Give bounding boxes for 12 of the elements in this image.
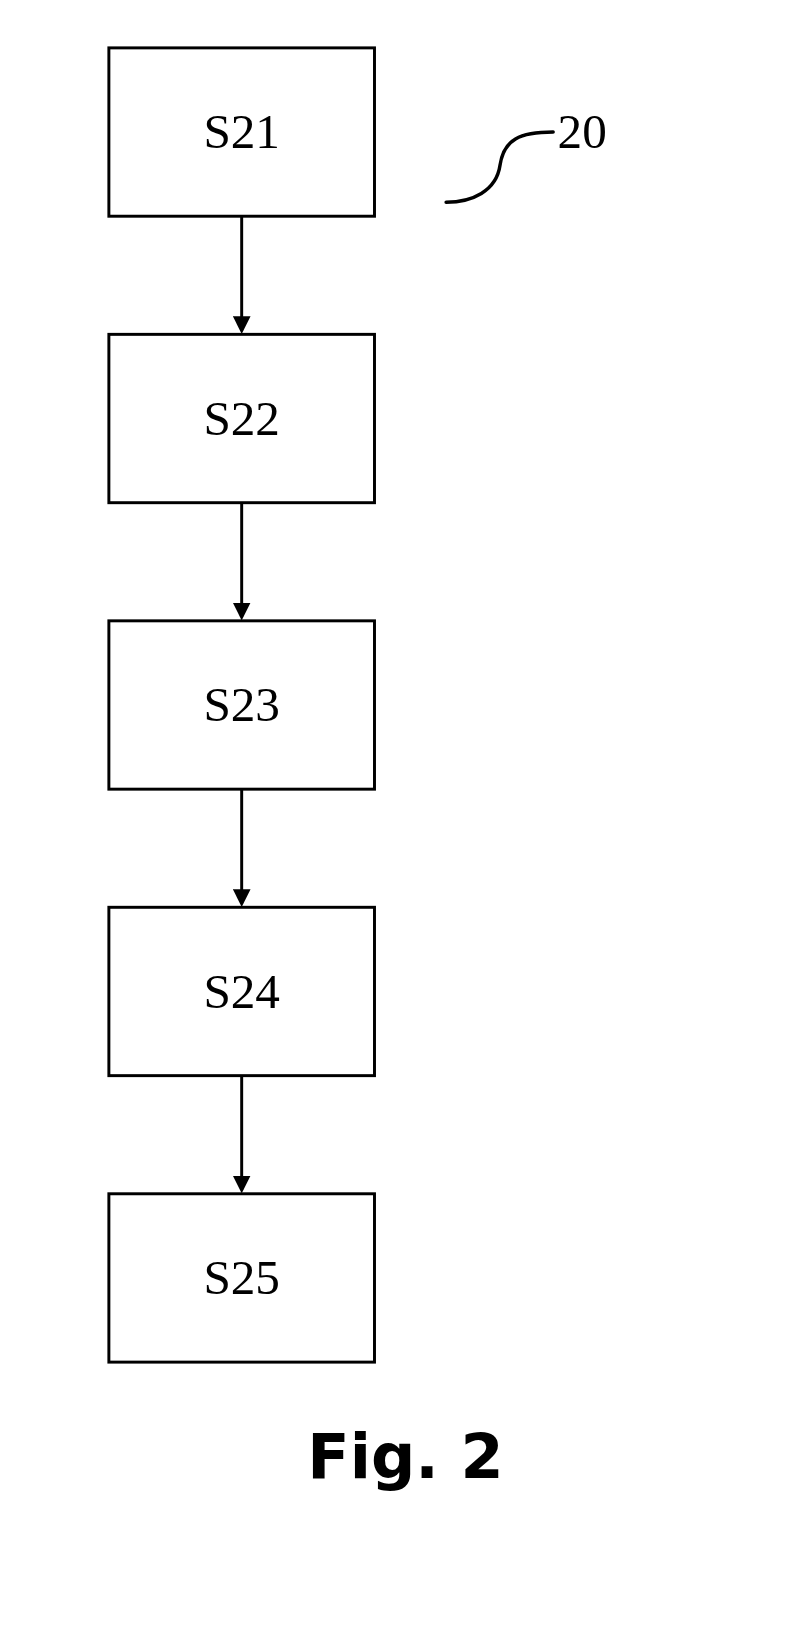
- leader-line: [444, 130, 556, 204]
- reference-numeral: 20: [558, 95, 608, 169]
- process-box: S23: [107, 619, 377, 791]
- figure-caption: Fig. 2: [307, 1420, 504, 1493]
- arrow: [233, 1075, 251, 1194]
- process-box: S24: [107, 905, 377, 1078]
- process-box: S21: [107, 46, 377, 218]
- process-box: S25: [107, 1192, 377, 1364]
- process-box: S22: [107, 332, 377, 505]
- arrow: [233, 789, 251, 907]
- arrow: [233, 216, 251, 334]
- arrow: [233, 502, 251, 621]
